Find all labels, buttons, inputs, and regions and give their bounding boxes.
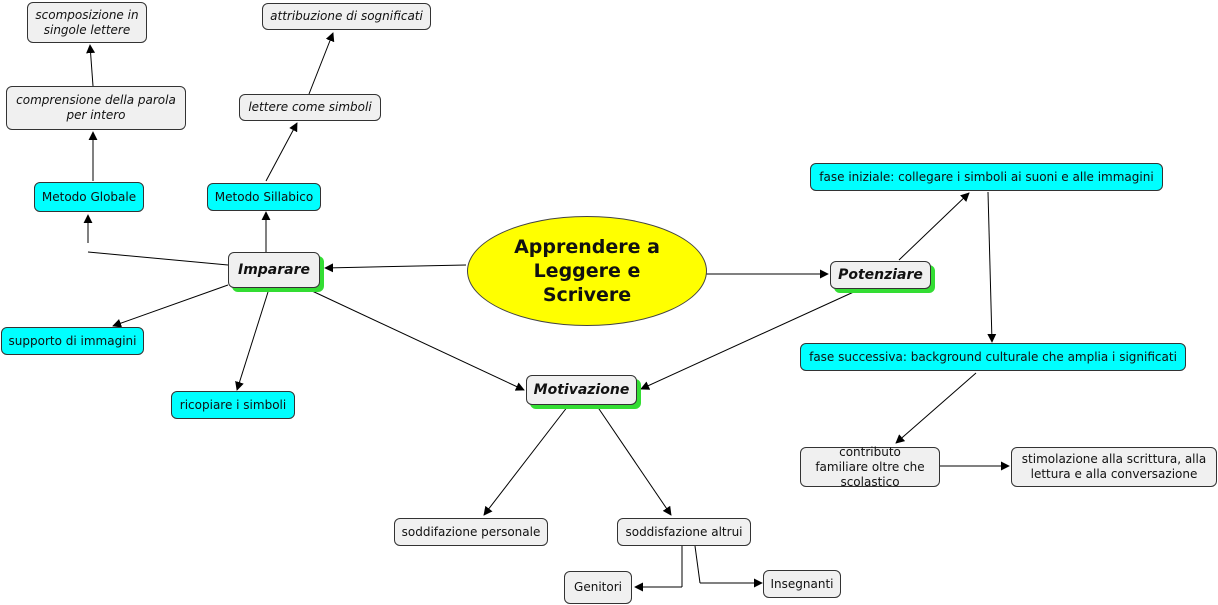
link-imparare-to-supporto: [112, 284, 229, 328]
node-stimolazione[interactable]: stimolazione alla scrittura, alla lettur…: [1011, 447, 1217, 487]
node-genitori[interactable]: Genitori: [564, 571, 632, 604]
node-scomposizione-lettere[interactable]: scomposizione in singole lettere: [27, 2, 147, 43]
link-motivazione-to-personale: [483, 405, 569, 516]
link-imparare-to-metodo-globale: [87, 251, 229, 266]
link-potenziare-to-fase-iniziale: [898, 192, 970, 261]
node-imparare[interactable]: Imparare: [228, 252, 320, 288]
node-insegnanti[interactable]: Insegnanti: [763, 570, 841, 598]
link-motivazione-to-altrui: [596, 405, 672, 516]
node-motivazione[interactable]: Motivazione: [526, 375, 637, 405]
link-imparare-to-ricopiare: [235, 291, 269, 391]
node-fase-successiva[interactable]: fase successiva: background culturale ch…: [800, 343, 1186, 371]
node-ricopiare-simboli[interactable]: ricopiare i simboli: [171, 391, 295, 419]
link-imparare-to-motivazione: [309, 289, 525, 391]
node-metodo-sillabico[interactable]: Metodo Sillabico: [207, 183, 321, 211]
link-center-to-imparare: [324, 263, 467, 273]
link-altrui-to-insegnanti: [694, 545, 701, 584]
node-fase-iniziale[interactable]: fase iniziale: collegare i simboli ai su…: [810, 163, 1163, 191]
link-potenziare-to-motivazione: [640, 289, 859, 390]
node-potenziare[interactable]: Potenziare: [830, 261, 931, 289]
node-comprensione-parola[interactable]: comprensione della parola per intero: [6, 86, 186, 130]
link-lettere-to-attribuzione: [308, 32, 335, 95]
node-attribuzione-significati[interactable]: attribuzione di sognificati: [262, 3, 431, 30]
link-comprensione-to-scomposizione: [86, 44, 96, 87]
central-topic[interactable]: Apprendere a Leggere e Scrivere: [467, 216, 707, 326]
node-lettere-simboli[interactable]: lettere come simboli: [239, 94, 381, 121]
node-metodo-globale[interactable]: Metodo Globale: [34, 182, 144, 212]
node-soddisfazione-altrui[interactable]: soddisfazione altrui: [617, 518, 751, 546]
node-soddifazione-personale[interactable]: soddifazione personale: [394, 518, 548, 546]
node-supporto-immagini[interactable]: supporto di immagini: [1, 327, 144, 355]
link-fase-successiva-to-contributo: [895, 372, 977, 444]
link-sillabico-to-lettere: [265, 122, 298, 182]
link-fase-iniziale-to-successiva: [987, 191, 997, 343]
node-contributo-familiare[interactable]: contributo familiare oltre che scolastic…: [800, 445, 940, 489]
